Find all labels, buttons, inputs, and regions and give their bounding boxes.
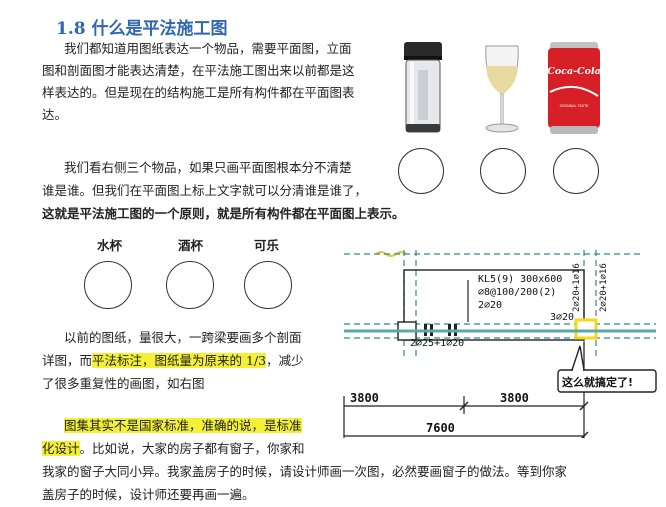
paragraph-standard-line4: 盖房子的时候，设计师还要再画一遍。 bbox=[42, 487, 255, 502]
labeled-circle-water-cup bbox=[84, 261, 132, 309]
paragraph-intro-line4: 达。 bbox=[42, 107, 68, 122]
highlight-standard-design: 化设计 bbox=[42, 441, 80, 456]
labeled-circle-cola bbox=[244, 261, 292, 309]
label-wine-glass: 酒杯 bbox=[178, 238, 204, 253]
paragraph-drawings-line3: 了很多重复性的画图，如右图 bbox=[42, 376, 205, 391]
paragraph-standard-line3: 我家的窗子大同小异。我家盖房子的时候，请设计师画一次图，必然要画窗子的做法。等到… bbox=[42, 464, 568, 479]
vertical-right-label: 2⌀20+1⌀16 bbox=[572, 263, 582, 312]
cola-can-image: Coca-Cola ORIGINAL TASTE bbox=[546, 40, 602, 136]
highlight-not-national-standard: 图集其实不是国家标准，准确的说，是标准 bbox=[64, 418, 302, 433]
labeled-circle-wine-glass bbox=[166, 261, 214, 309]
paragraph-drawings-line1: 以前的图纸，量很大，一跨梁要画多个剖面 bbox=[64, 330, 302, 345]
can-brand-text: Coca-Cola bbox=[547, 66, 601, 77]
stirrup-label: ⌀8@100/200(2) bbox=[478, 287, 557, 298]
paragraph-intro-line3: 样表达的。但是现在的结构施工是所有构件都在平面图表 bbox=[42, 85, 355, 100]
water-bottle-image bbox=[398, 40, 448, 136]
principle-statement: 这就是平法施工图的一个原则，就是所有构件都在平面图上表示。 bbox=[42, 206, 405, 221]
beam-plan-svg bbox=[343, 250, 657, 441]
paragraph-standard-line2: 化设计。比如说，大家的房子都有窗子，你家和 bbox=[42, 441, 305, 456]
plan-circle-glass bbox=[480, 148, 526, 194]
bottom-left-bar-label: 2⌀25+1⌀20 bbox=[410, 338, 465, 349]
paragraph-drawings-line2: 详图，而平法标注，图纸量为原来的 1/3，减少 bbox=[42, 353, 304, 368]
beam-plan-drawing: KL5(9) 300x600 ⌀8@100/200(2) 2⌀20 2⌀25+1… bbox=[340, 246, 660, 441]
can-sub-text: ORIGINAL TASTE bbox=[559, 104, 589, 108]
top-bar-label: 2⌀20 bbox=[478, 300, 503, 311]
label-water-cup: 水杯 bbox=[97, 238, 123, 253]
highlight-one-third: 平法标注，图纸量为原来的 1/3 bbox=[92, 353, 267, 368]
plan-circle-bottle bbox=[398, 148, 444, 194]
paragraph-standard-line1: 图集其实不是国家标准，准确的说，是标准 bbox=[64, 415, 302, 438]
paragraph-intro-line1: 我们都知道用图纸表达一个物品，需要平面图，立面 bbox=[64, 41, 352, 56]
section-title: 1.8 什么是平法施工图 bbox=[56, 19, 228, 39]
paragraph-intro-line2: 图和剖面图才能表达清楚，在平法施工图出来以前都是这 bbox=[42, 63, 355, 78]
dimension-total: 7600 bbox=[426, 421, 455, 435]
vertical-right-label-2: 2⌀20+1⌀16 bbox=[599, 263, 609, 312]
callout-text: 这么就搞定了! bbox=[562, 376, 634, 389]
dimension-left: 3800 bbox=[350, 391, 379, 405]
paragraph-objects-line2: 谁是谁。但我们在平面图上标上文字就可以分清谁是谁了， bbox=[42, 183, 368, 198]
paragraph-objects-line1: 我们看右侧三个物品，如果只画平面图根本分不清楚 bbox=[64, 160, 352, 175]
beam-label: KL5(9) 300x600 bbox=[478, 274, 563, 285]
right-bar-label: 3⌀20 bbox=[550, 312, 575, 323]
label-cola: 可乐 bbox=[254, 238, 280, 253]
wine-glass-image bbox=[480, 44, 524, 134]
dimension-right: 3800 bbox=[500, 391, 529, 405]
plan-circle-can bbox=[553, 148, 599, 194]
